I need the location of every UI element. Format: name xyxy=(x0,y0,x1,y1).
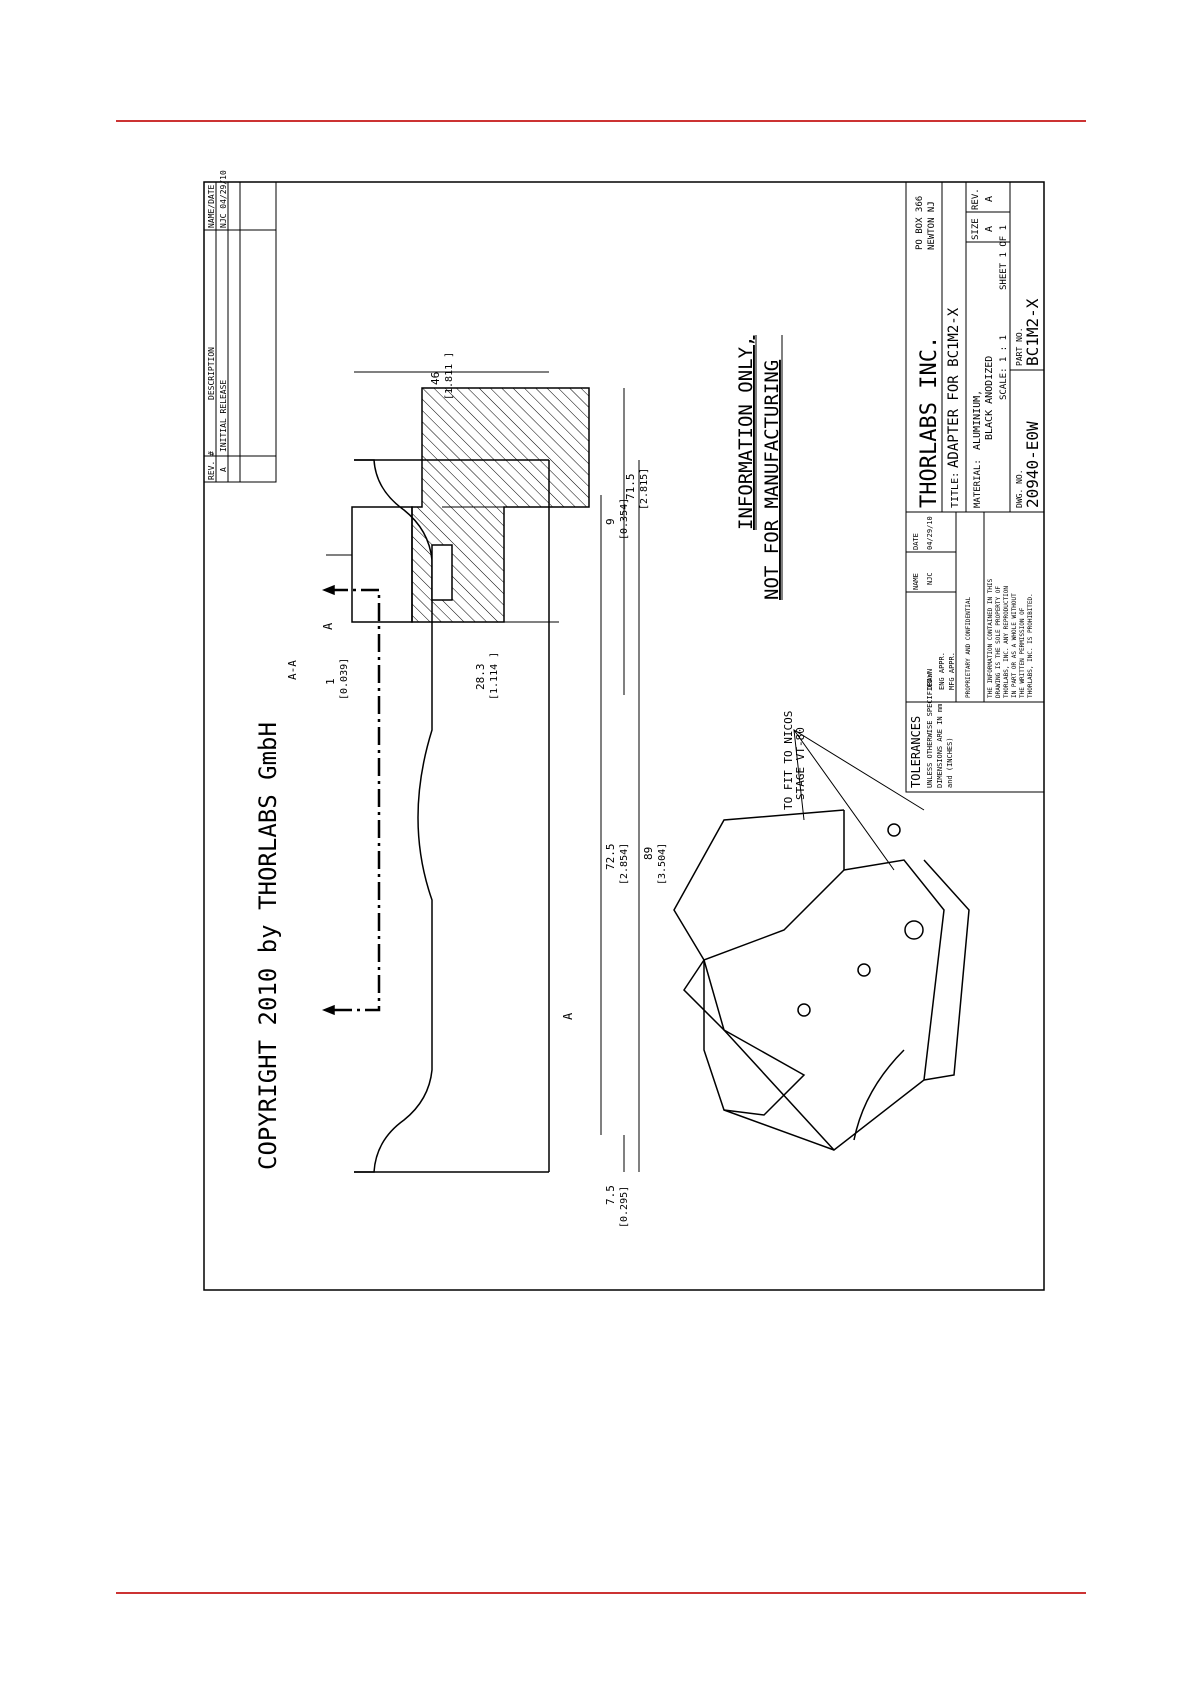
proprietary-line3: THORLABS, INC. ANY REPRODUCTION xyxy=(1003,586,1010,698)
title-label: TITLE: xyxy=(950,472,961,508)
proprietary-line0: PROPRIETARY AND CONFIDENTIAL xyxy=(965,596,972,698)
desc-header: DESCRIPTION xyxy=(207,347,216,400)
section-label: A-A xyxy=(286,660,299,680)
rev-row-rev: A xyxy=(219,467,228,472)
section-view xyxy=(351,387,590,623)
dim-72-5: 72.5 xyxy=(604,844,617,871)
tolerances-title: TOLERANCES xyxy=(909,716,923,788)
tolerances-line3: and (INCHES) xyxy=(946,737,954,788)
dim-9: 9 xyxy=(604,518,617,525)
drawing-title: ADAPTER FOR BC1M2-X xyxy=(946,307,962,468)
approval-drawn-date: 04/29/10 xyxy=(926,516,934,550)
dim-1-inch: [0.039] xyxy=(339,658,350,700)
callout: TO FIT TO NICOS STAGE VT-80 xyxy=(782,711,925,871)
dim-46: 46 xyxy=(429,372,442,385)
footer-rule xyxy=(116,1592,1086,1594)
approval-mfg: MFG APPR. xyxy=(948,652,956,690)
proprietary-line6: THORLABS, INC. IS PROHIBITED. xyxy=(1027,593,1034,698)
size-label: SIZE xyxy=(971,218,981,240)
landscape-sheet: COPYRIGHT 2010 by THORLABS GmbH REV. # D… xyxy=(203,170,1045,1228)
proprietary-line5: THE WRITTEN PERMISSION OF xyxy=(1019,607,1026,698)
proprietary-line1: THE INFORMATION CONTAINED IN THIS xyxy=(987,578,994,698)
rev-row-date: NJC 04/29/10 xyxy=(219,170,228,228)
section-dimensions xyxy=(326,388,625,695)
dim-28-3: 28.3 xyxy=(474,664,487,691)
isometric-view xyxy=(673,809,970,1152)
notice-line2: NOT FOR MANUFACTURING xyxy=(761,360,783,600)
callout-line2: STAGE VT-80 xyxy=(794,727,807,800)
proprietary-line2: DRAWING IS THE SOLE PROPERTY OF xyxy=(995,586,1002,698)
dim-1: 1 xyxy=(324,678,337,685)
dim-7-5-inch: [0.295] xyxy=(619,1186,630,1228)
part-label: PART NO. xyxy=(1015,327,1024,366)
company-address2: NEWTON NJ xyxy=(927,201,937,250)
sheet: SHEET 1 OF 1 xyxy=(999,225,1009,290)
dwg-number: 20940-E0W xyxy=(1023,421,1042,508)
approval-eng: ENG APPR. xyxy=(938,652,946,690)
title-block: THORLABS INC. PO BOX 366 NEWTON NJ TITLE… xyxy=(905,181,1045,513)
scale: SCALE: 1 : 1 xyxy=(999,335,1009,400)
dwg-label: DWG. NO. xyxy=(1015,469,1024,508)
material-line2: BLACK ANODIZED xyxy=(984,356,995,440)
approval-drawn: DRAWN xyxy=(926,669,934,690)
dim-28-3-inch: [1.114 ] xyxy=(489,652,500,700)
approval-drawn-name: NJC xyxy=(926,572,934,585)
dim-89-inch: [3.504] xyxy=(657,843,668,885)
approval-date-label: DATE xyxy=(912,533,920,550)
company-name: THORLABS INC. xyxy=(917,336,942,508)
company-address1: PO BOX 366 xyxy=(915,196,925,250)
size-value: A xyxy=(984,226,995,232)
material-label: MATERIAL: xyxy=(973,459,983,508)
revision-block: REV. # DESCRIPTION NAME/DATE A INITIAL R… xyxy=(203,170,277,483)
front-dimensions xyxy=(354,371,640,1172)
rev-value: A xyxy=(984,196,995,202)
tolerances-block: TOLERANCES UNLESS OTHERWISE SPECIFIED: D… xyxy=(905,674,1045,793)
dim-72-5-inch: [2.854] xyxy=(619,843,630,885)
callout-line1: TO FIT TO NICOS xyxy=(782,711,795,810)
part-number: BC1M2-X xyxy=(1023,298,1042,366)
rev-label: REV. xyxy=(971,188,981,210)
copyright-text: COPYRIGHT 2010 by THORLABS GmbH xyxy=(254,722,282,1170)
tolerances-line2: DIMENSIONS ARE IN mm xyxy=(936,704,944,788)
header-rule xyxy=(116,120,1086,122)
dim-7-5: 7.5 xyxy=(604,1185,617,1205)
section-cut-left: A xyxy=(321,622,335,630)
name-date-header: NAME/DATE xyxy=(207,184,216,228)
rev-header: REV. # xyxy=(207,451,216,480)
section-cut-right: A xyxy=(561,1012,575,1020)
approval-block: NAME DATE DRAWN NJC 04/29/10 ENG APPR. M… xyxy=(905,511,1045,703)
rev-row-desc: INITIAL RELEASE xyxy=(219,380,228,452)
dim-89: 89 xyxy=(642,847,655,860)
dim-71-5-inch: [2.815] xyxy=(639,468,650,510)
approval-name-label: NAME xyxy=(912,573,920,590)
tolerances-line1: UNLESS OTHERWISE SPECIFIED: xyxy=(926,674,934,788)
proprietary-line4: IN PART OR AS A WHOLE WITHOUT xyxy=(1011,593,1018,698)
material-line1: ALUMINIUM, xyxy=(972,390,983,450)
dim-71-5: 71.5 xyxy=(624,474,637,501)
dim-46-inch: [1.811 ] xyxy=(444,352,455,400)
notice: INFORMATION ONLY, NOT FOR MANUFACTURING xyxy=(735,335,783,600)
notice-line1: INFORMATION ONLY, xyxy=(735,336,757,530)
